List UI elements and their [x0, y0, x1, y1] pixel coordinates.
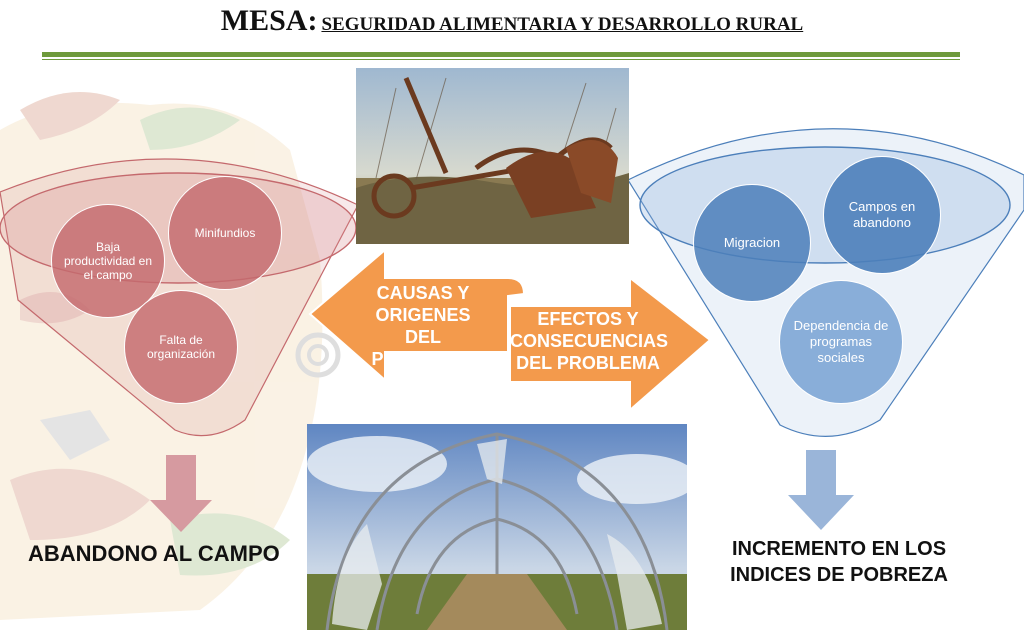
bubble-minifundios: Minifundios — [168, 176, 282, 290]
plough-photo — [356, 68, 629, 244]
left-result-label: ABANDONO AL CAMPO — [28, 541, 280, 566]
bubble-migracion: Migracion — [693, 184, 811, 302]
bubble-dependencia-programas: Dependencia de programas sociales — [779, 280, 903, 404]
greenhouse-photo — [307, 424, 687, 630]
bubble-falta-organizacion: Falta de organización — [124, 290, 238, 404]
title-rule — [42, 52, 960, 57]
title-rule-thin — [42, 59, 960, 60]
bubble-campos-abandono: Campos en abandono — [823, 156, 941, 274]
right-down-arrow — [788, 450, 854, 530]
title-sub: SEGURIDAD ALIMENTARIA Y DESARROLLO RURAL — [321, 14, 804, 35]
right-result-label: INCREMENTO EN LOS INDICES DE POBREZA — [730, 538, 948, 586]
left-down-arrow — [150, 455, 212, 532]
title-main: MESA: — [220, 4, 318, 37]
causes-arrow — [308, 247, 526, 383]
causes-label: CAUSAS Y ORIGENES DEL PROBLEMA — [371, 283, 475, 369]
bubble-baja-productividad: Baja productividad en el campo — [51, 204, 165, 318]
effects-arrow — [509, 275, 712, 413]
slide-title: MESA: SEGURIDAD ALIMENTARIA Y DESARROLLO… — [0, 4, 1024, 38]
effects-label: EFECTOS Y CONSECUENCIAS DEL PROBLEMA — [510, 309, 669, 373]
